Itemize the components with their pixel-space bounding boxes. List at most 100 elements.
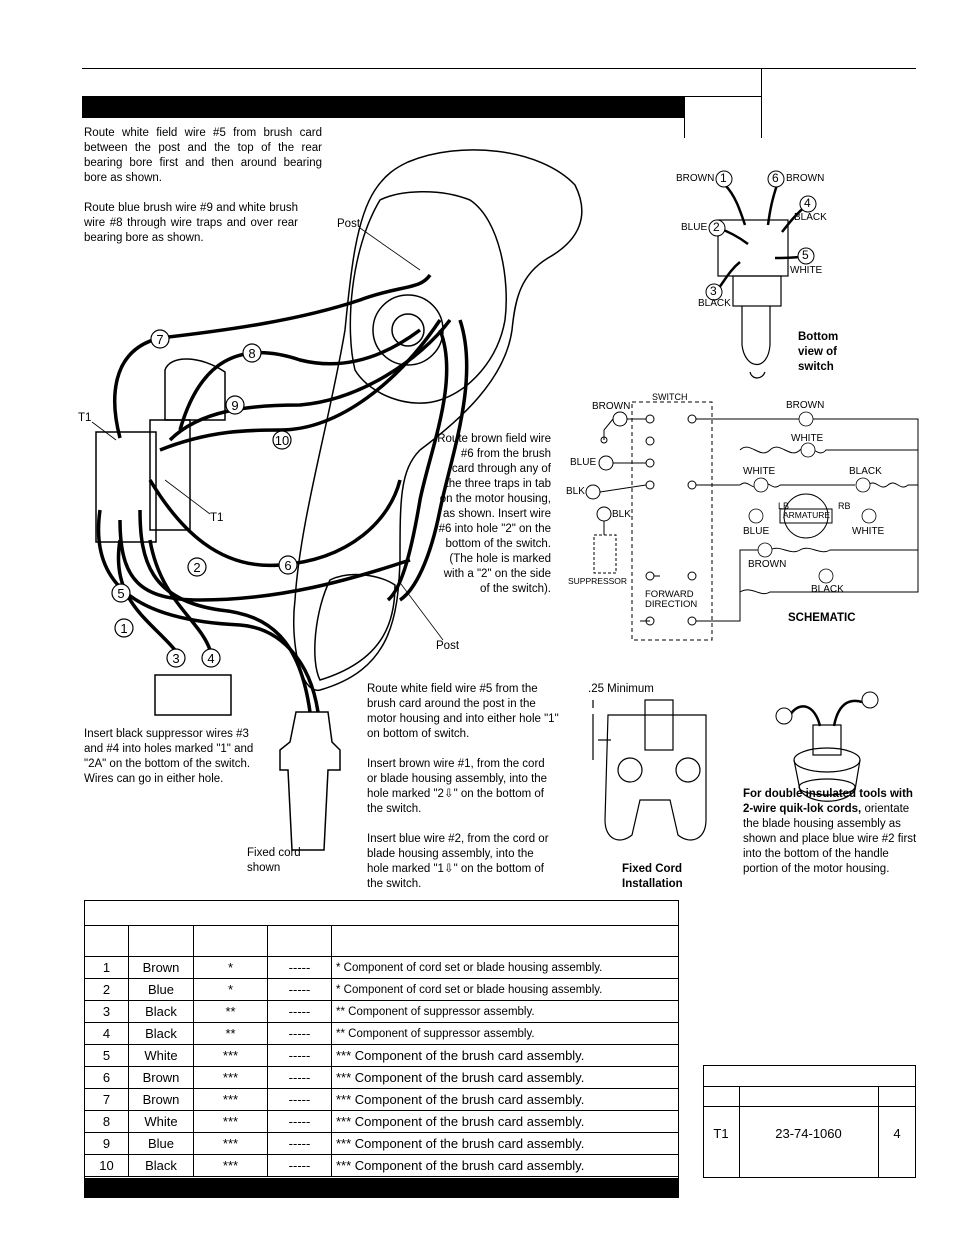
cell-num: 10: [84, 1154, 129, 1177]
instruction-route-wire5-bottom: Route white field wire #5 from the brush…: [367, 683, 559, 740]
cell-num: 7: [84, 1088, 129, 1111]
sch-lb: LB: [778, 501, 790, 511]
wire-num-5: 5: [117, 586, 124, 601]
sch-suppressor: SUPPRESSOR: [568, 576, 628, 586]
instruction-route-wire5-top: Route white field wire #5 from brush car…: [84, 127, 322, 184]
cell-note: *** Component of the brush card assembly…: [331, 1044, 679, 1067]
cell-num: 6: [84, 1066, 129, 1089]
terminal-table-rule-2: [703, 1106, 916, 1107]
instruction-suppressor: Insert black suppressor wires #3 and #4 …: [84, 728, 254, 785]
section-title-bar: [82, 96, 684, 118]
t1-label-b: T1: [210, 512, 224, 524]
cell-dash: -----: [267, 978, 332, 1001]
wire-num-1: 1: [120, 621, 127, 636]
sch-forward-1: FORWARD: [645, 589, 694, 600]
cell-mark: *: [193, 956, 268, 979]
instruction-blue-wire2: Insert blue wire #2, from the cord or bl…: [367, 833, 549, 890]
wire-num-9: 9: [231, 398, 238, 413]
terminal-table-col-1: [739, 1086, 740, 1178]
cell-dash: -----: [267, 1132, 332, 1155]
cell-dash: -----: [267, 1110, 332, 1133]
cell-color: Black: [128, 1000, 194, 1023]
sch-white-5: WHITE: [743, 466, 776, 477]
cell-note: * Component of cord set or blade housing…: [331, 956, 679, 979]
cell-mark: **: [193, 1000, 268, 1023]
sb-n2: 2: [713, 220, 720, 234]
fixed-cord-install-label-1: Fixed Cord: [622, 863, 683, 875]
cell-note: *** Component of the brush card assembly…: [331, 1154, 679, 1177]
schematic-switch-label: SWITCH: [652, 392, 688, 402]
schematic-label: SCHEMATIC: [788, 612, 856, 624]
cell-mark: **: [193, 1022, 268, 1045]
cell-dash: -----: [267, 1154, 332, 1177]
sb-black3: BLACK: [698, 298, 731, 309]
sch-blue-left: BLUE: [570, 457, 597, 468]
wire-num-2: 2: [193, 560, 200, 575]
wire-num-7: 7: [156, 332, 163, 347]
terminal-qty: 4: [893, 1126, 901, 1141]
cell-num: 8: [84, 1110, 129, 1133]
wire-num-3: 3: [172, 651, 179, 666]
cell-color: White: [128, 1110, 194, 1133]
sch-armature: ARMATURE: [783, 510, 831, 520]
sb-n4: 4: [804, 196, 811, 210]
wire-table-header: [84, 925, 679, 957]
sch-white-8b: WHITE: [852, 526, 885, 537]
wire-table-footer-bar: [84, 1178, 679, 1198]
cell-num: 9: [84, 1132, 129, 1155]
cell-dash: -----: [267, 1088, 332, 1111]
cell-note: * Component of cord set or blade housing…: [331, 978, 679, 1001]
title-bar-rule-vertical: [684, 96, 685, 138]
cell-note: ** Component of suppressor assembly.: [331, 1000, 679, 1023]
cell-dash: -----: [267, 1066, 332, 1089]
instruction-double-insulated: For double insulated tools with 2-wire q…: [743, 787, 918, 877]
fixed-cord-label-line2: shown: [247, 862, 281, 874]
sch-black-10: BLACK: [849, 466, 882, 477]
sb-n6: 6: [772, 171, 779, 185]
cell-note: *** Component of the brush card assembly…: [331, 1132, 679, 1155]
sch-brown-top-left: BROWN: [592, 401, 631, 412]
cell-num: 5: [84, 1044, 129, 1067]
wire-num-4: 4: [207, 651, 214, 666]
terminal-table-frame: [703, 1065, 916, 1178]
cell-num: 4: [84, 1022, 129, 1045]
cell-mark: *: [193, 978, 268, 1001]
minimum-label: .25 Minimum: [588, 683, 654, 695]
sch-brown-top-right: BROWN: [786, 400, 825, 411]
sch-blk-4: BLK: [612, 509, 631, 520]
cell-note: *** Component of the brush card assembly…: [331, 1110, 679, 1133]
wire-num-8: 8: [248, 346, 255, 361]
cell-mark: ***: [193, 1088, 268, 1111]
post-label-top: Post: [337, 218, 361, 230]
cell-mark: ***: [193, 1066, 268, 1089]
cell-note: *** Component of the brush card assembly…: [331, 1066, 679, 1089]
fixed-cord-install-label-2: Installation: [622, 878, 683, 890]
post-label-bottom: Post: [436, 640, 460, 652]
cell-color: Brown: [128, 1066, 194, 1089]
cell-color: Black: [128, 1154, 194, 1177]
cell-mark: ***: [193, 1132, 268, 1155]
bottom-view-label-2: view of: [798, 346, 837, 358]
t1-label-a: T1: [78, 412, 92, 424]
cell-dash: -----: [267, 1022, 332, 1045]
sch-forward-2: DIRECTION: [645, 599, 698, 610]
terminal-table-rule-1: [703, 1086, 916, 1087]
cell-color: Brown: [128, 1088, 194, 1111]
cell-color: Brown: [128, 956, 194, 979]
sch-black-10b: BLACK: [811, 584, 844, 595]
sch-blk-3: BLK: [566, 486, 585, 497]
cell-mark: ***: [193, 1110, 268, 1133]
sb-n1: 1: [720, 171, 727, 185]
cell-dash: -----: [267, 1044, 332, 1067]
cell-num: 1: [84, 956, 129, 979]
sch-white-8: WHITE: [791, 433, 824, 444]
